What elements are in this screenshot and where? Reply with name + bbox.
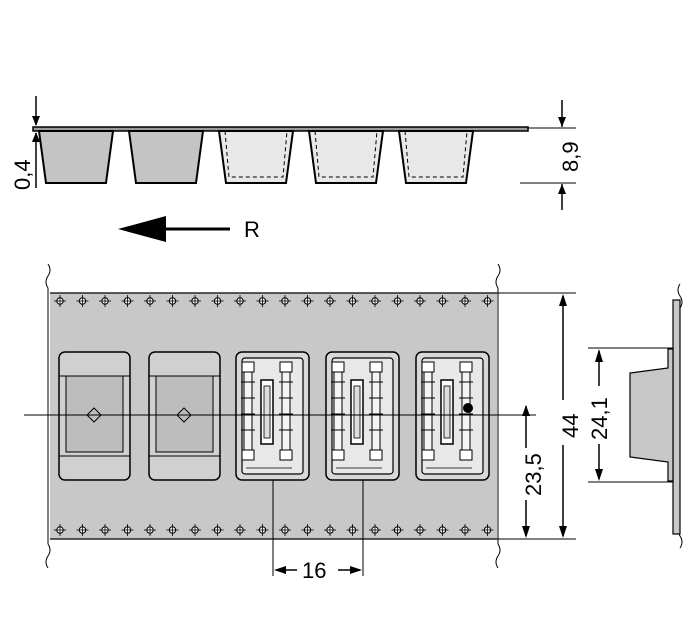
sprocket-hole (54, 295, 66, 307)
sprocket-hole (481, 295, 494, 307)
sprocket-hole (324, 295, 336, 307)
sprocket-hole (459, 524, 471, 536)
sprocket-hole (256, 295, 269, 307)
side-pocket (397, 130, 475, 184)
depth-label: 8,9 (558, 141, 583, 172)
depth-dimension: 8,9 (520, 100, 583, 210)
pitch-label: 16 (302, 558, 326, 583)
side-pocket (307, 130, 385, 184)
sprocket-hole (414, 295, 426, 307)
sprocket-hole (256, 524, 269, 536)
sprocket-hole (121, 295, 134, 307)
sprocket-hole (144, 524, 156, 536)
sprocket-hole (459, 295, 471, 307)
sprocket-hole (211, 295, 224, 307)
body-height-label: 24,1 (587, 397, 612, 440)
sprocket-hole (99, 295, 111, 307)
top-pocket (235, 351, 310, 481)
sprocket-hole (481, 524, 494, 536)
tape-side-section (32, 126, 529, 184)
sprocket-hole (279, 524, 291, 536)
sprocket-hole (369, 524, 381, 536)
top-pocket (58, 351, 131, 481)
sprocket-hole (234, 524, 246, 536)
sprocket-hole (121, 524, 134, 536)
top-pocket (415, 351, 490, 481)
direction-label: R (244, 217, 260, 242)
thickness-label: 0,4 (10, 159, 35, 190)
side-pocket (217, 130, 295, 184)
sprocket-hole (189, 295, 201, 307)
sprocket-hole (391, 295, 404, 307)
width-dimensions: 44 23,5 (497, 292, 583, 540)
sprocket-holes (54, 295, 494, 536)
sprocket-hole (391, 524, 404, 536)
sprocket-hole (414, 524, 426, 536)
sprocket-hole (346, 524, 359, 536)
tape-end-profile: 24,1 (587, 283, 683, 549)
sprocket-hole (301, 295, 314, 307)
tape-width-label: 44 (558, 414, 583, 438)
sprocket-hole (76, 524, 89, 536)
sprocket-hole (346, 295, 359, 307)
sprocket-hole (369, 295, 381, 307)
sprocket-hole (211, 524, 224, 536)
side-pocket (37, 130, 115, 184)
thickness-dimension: 0,4 (10, 96, 40, 190)
sprocket-hole (144, 295, 156, 307)
pitch-dimension: 16 (272, 480, 364, 583)
pocket-offset-label: 23,5 (521, 453, 546, 496)
sprocket-hole (99, 524, 111, 536)
sprocket-hole (301, 524, 314, 536)
sprocket-hole (234, 295, 246, 307)
sprocket-hole (166, 524, 179, 536)
top-pocket (325, 351, 400, 481)
sprocket-hole (279, 295, 291, 307)
sprocket-hole (436, 295, 449, 307)
side-pockets (37, 130, 475, 184)
feed-direction-arrow: R (118, 216, 260, 242)
tape-top-view (45, 263, 501, 569)
top-pockets (58, 351, 490, 481)
side-pocket (127, 130, 205, 184)
sprocket-hole (436, 524, 449, 536)
top-pocket (148, 351, 221, 481)
sprocket-hole (166, 295, 179, 307)
sprocket-hole (76, 295, 89, 307)
sprocket-hole (54, 524, 66, 536)
sprocket-hole (324, 524, 336, 536)
sprocket-hole (189, 524, 201, 536)
